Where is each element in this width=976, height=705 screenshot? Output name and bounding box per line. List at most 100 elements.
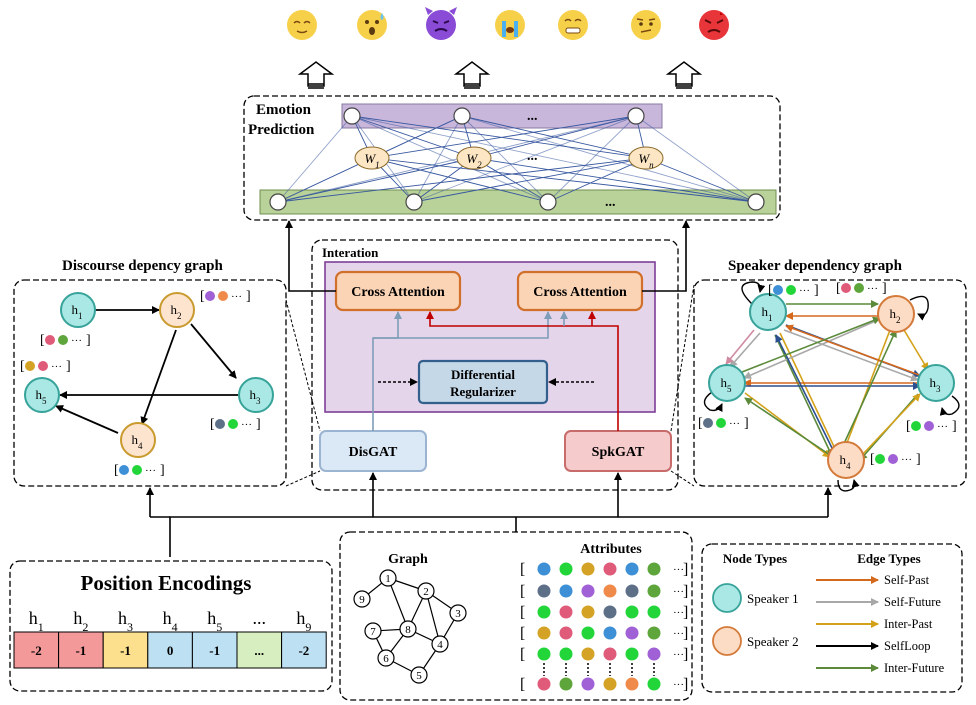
discourse-attr-h4-open-bracket: [ (114, 463, 119, 478)
attr-row-close-bracket: ] (683, 625, 688, 642)
pe-value-4: 0 (167, 643, 174, 658)
sample-graph-node-label-4: 4 (437, 639, 443, 651)
discourse-node-label-3-sub: 3 (256, 396, 261, 406)
discourse-attr-h3-dot (228, 419, 238, 429)
disgat-connections (372, 311, 552, 431)
discourse-attr-h5-open-bracket: [ (20, 359, 25, 374)
sample-graph-node-label-1: 1 (385, 573, 391, 585)
sample-graph-node-8 (399, 620, 417, 638)
pe-value-6: ... (254, 643, 264, 658)
pe-header-3: h3 (118, 608, 133, 634)
discourse-attr-h2-open-bracket: [ (200, 289, 205, 304)
speaker-attr-h4-ellipsis: ··· (901, 454, 912, 466)
attr-dot (647, 562, 661, 576)
sample-graph-node-4 (431, 635, 449, 653)
speaker-attr-h3-close-bracket: ] (952, 419, 957, 434)
pe-value-1: -2 (31, 643, 42, 658)
confused-emoji (631, 10, 661, 40)
input-neuron (405, 193, 423, 211)
pe-cell-1 (13, 631, 60, 669)
speaker-attr-h3-ellipsis: ··· (937, 421, 948, 433)
sample-graph-node-label-7: 7 (370, 626, 376, 638)
speaker-node-label-2: h2 (890, 306, 901, 325)
discourse-node-label-2: h2 (171, 302, 182, 321)
attributes-title: Attributes (580, 542, 642, 557)
anger-emoji (699, 10, 729, 40)
attr-row-close-bracket: ] (683, 676, 688, 693)
self-loops (703, 281, 960, 492)
sample-graph-node-3 (449, 604, 467, 622)
discourse-attr-h1-ellipsis: ··· (71, 335, 82, 347)
pe-header-5-sub: 5 (216, 620, 222, 634)
attr-row-ellipsis: ··· (673, 586, 684, 598)
attr-row-ellipsis: ··· (673, 649, 684, 661)
pe-header-2-base: h (73, 608, 82, 628)
speaker-attr-h5-ellipsis: ··· (729, 418, 740, 430)
weight-ellipsis: ... (527, 149, 538, 164)
pe-header-1-base: h (29, 608, 38, 628)
attr-dot (625, 605, 639, 619)
pe-header-1-sub: 1 (38, 620, 44, 634)
discourse-node-label-5-base: h (36, 387, 43, 402)
attr-dot (559, 626, 573, 640)
attr-dot (581, 584, 595, 598)
discourse-node-label-4-base: h (132, 432, 139, 447)
attr-row-ellipsis: ··· (673, 679, 684, 691)
fc-connections (277, 115, 757, 203)
discourse-attr-h3: [···] (210, 417, 261, 432)
sample-graph-node-1 (379, 569, 397, 587)
attr-row-open-bracket: [ (520, 676, 525, 693)
sample-graph-node-label-2: 2 (423, 586, 429, 598)
attr-dot (603, 626, 617, 640)
attr-dot (647, 605, 661, 619)
discourse-node-h4 (120, 422, 156, 458)
differential-regularizer (417, 359, 549, 405)
speaker-attr-h3-dot (911, 421, 921, 431)
speaker-node-label-1-base: h (762, 304, 769, 319)
legend-edge-types-title: Edge Types (857, 551, 920, 566)
pe-header-2: h2 (73, 608, 88, 634)
discourse-node-label-5-sub: 5 (42, 396, 47, 406)
speaker-attr-h1: [···] (768, 283, 819, 298)
discourse-attr-h4-dot (132, 465, 142, 475)
attr-dot (537, 677, 551, 691)
weight-node-3 (628, 146, 664, 170)
attr-dot (647, 626, 661, 640)
discourse-graph-panel (13, 279, 287, 487)
discourse-node-label-1: h1 (72, 302, 83, 321)
discourse-node-label-1-base: h (72, 302, 79, 317)
weight-label-2-sub: 2 (477, 160, 482, 170)
position-encodings-title: Position Encodings (81, 571, 252, 595)
discourse-edges (55, 306, 238, 434)
speaker-attr-h2-dot (841, 283, 851, 293)
discourse-attr-h4-ellipsis: ··· (145, 465, 156, 477)
attr-dot (625, 647, 639, 661)
attr-dot (647, 584, 661, 598)
input-neuron (539, 193, 557, 211)
attr-dot (603, 677, 617, 691)
attr-row-open-bracket: [ (520, 625, 525, 642)
pe-header-6: ... (253, 608, 267, 628)
discourse-attr-h2-dot (205, 291, 215, 301)
attr-row-close-bracket: ] (683, 561, 688, 578)
weight-label-3-base: W (638, 151, 650, 166)
speaker-attr-h4-dot (875, 454, 885, 464)
angry-devil-emoji (425, 7, 457, 40)
speaker-attr-h4-close-bracket: ] (916, 452, 921, 467)
top-layer-ellipsis: ... (527, 109, 538, 124)
pe-value-3: -1 (120, 643, 131, 658)
attr-row-close-bracket: ] (683, 604, 688, 621)
pe-header-7: h9 (296, 608, 311, 634)
attr-row-ellipsis: ··· (673, 607, 684, 619)
discourse-node-label-4-sub: 4 (138, 441, 143, 451)
attr-dot (559, 677, 573, 691)
attr-dot (603, 562, 617, 576)
legend-speaker2-label: Speaker 2 (747, 634, 799, 649)
speaker-attr-h2: [···] (836, 281, 887, 296)
pe-header-4: h4 (163, 608, 178, 634)
disgat-label: DisGAT (349, 445, 398, 460)
emotion-prediction-title-2: Prediction (248, 122, 315, 138)
discourse-attr-h4: [···] (114, 463, 165, 478)
